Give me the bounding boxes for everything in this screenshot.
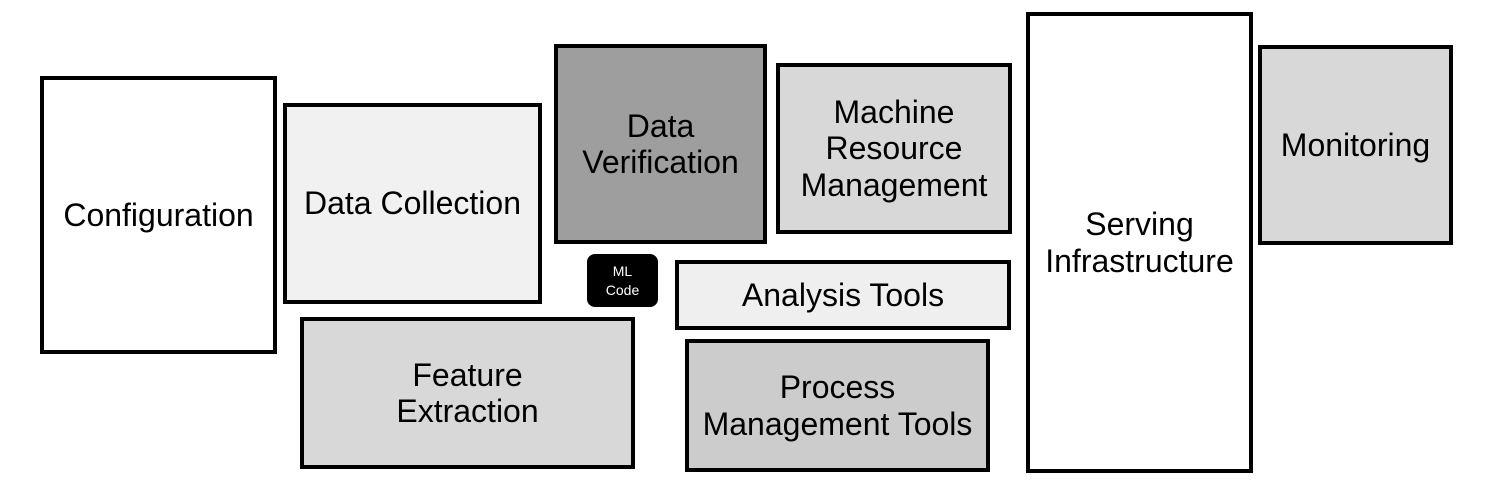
box-label-monitoring: Monitoring xyxy=(1280,126,1431,163)
box-label-machine-resource-management: Machine Resource Management xyxy=(800,93,988,203)
box-monitoring: Monitoring xyxy=(1258,45,1453,245)
box-data-collection: Data Collection xyxy=(283,103,542,304)
box-ml-code: ML Code xyxy=(587,254,658,307)
box-label-serving-infrastructure: Serving Infrastructure xyxy=(1045,206,1234,279)
box-process-management-tools: Process Management Tools xyxy=(685,339,990,472)
box-label-analysis-tools: Analysis Tools xyxy=(741,276,945,313)
box-label-ml-code: ML Code xyxy=(605,263,640,298)
box-label-process-management-tools: Process Management Tools xyxy=(702,369,973,442)
box-label-feature-extraction: Feature Extraction xyxy=(396,356,539,429)
box-serving-infrastructure: Serving Infrastructure xyxy=(1026,12,1253,473)
box-machine-resource-management: Machine Resource Management xyxy=(776,63,1012,234)
box-analysis-tools: Analysis Tools xyxy=(675,260,1011,330)
box-label-data-collection: Data Collection xyxy=(304,185,521,222)
box-label-configuration: Configuration xyxy=(63,196,254,233)
box-configuration: Configuration xyxy=(40,76,277,354)
box-data-verification: Data Verification xyxy=(554,44,767,244)
box-label-data-verification: Data Verification xyxy=(582,107,739,180)
box-feature-extraction: Feature Extraction xyxy=(300,317,635,469)
